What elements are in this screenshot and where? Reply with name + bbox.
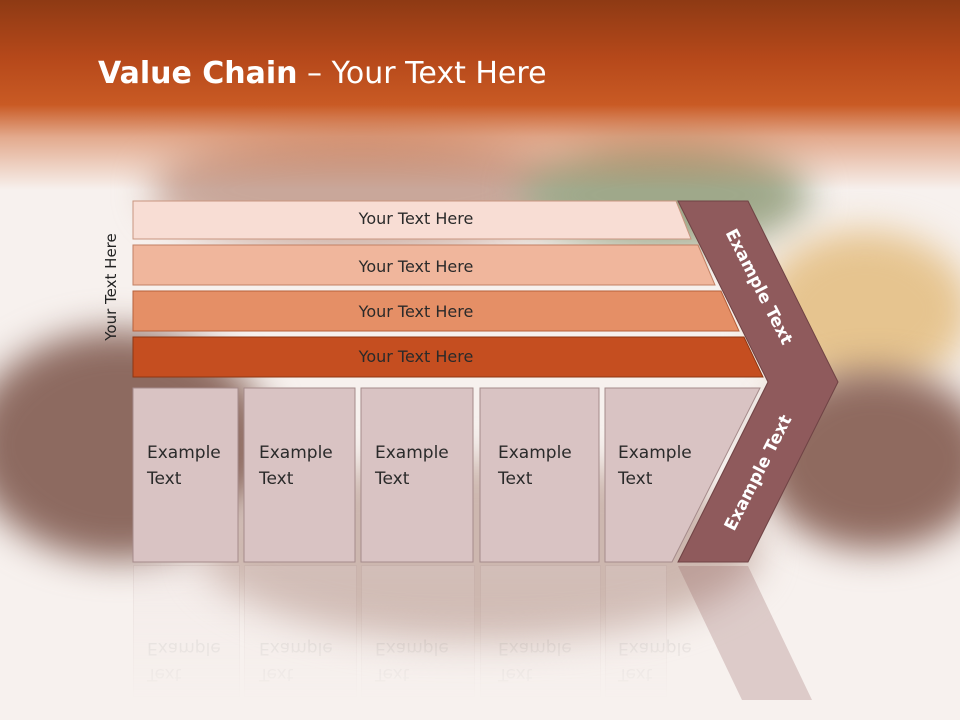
- page-title: Value Chain – Your Text Here: [98, 56, 547, 91]
- bar-4-label: Your Text Here: [358, 347, 474, 366]
- cells-reflection: Text Example Text Example Text Example Text…: [130, 565, 830, 705]
- reflection-text: Text Example: [498, 635, 572, 687]
- reflection-line1: Example: [259, 638, 333, 658]
- reflection-cell: [605, 565, 667, 697]
- reflection-text: Text Example: [618, 635, 692, 687]
- chevron-arrow: [677, 200, 839, 563]
- cell-1-line2: Text: [147, 469, 182, 489]
- reflection-cell: [244, 565, 357, 697]
- reflection-line1: Example: [498, 638, 572, 658]
- reflection-line2: Text: [147, 664, 182, 684]
- bar-3-label: Your Text Here: [358, 302, 474, 321]
- reflection-cell: [361, 565, 475, 697]
- cell-5: [604, 387, 761, 563]
- reflection-cell: [133, 565, 240, 697]
- cell-2: [243, 387, 356, 563]
- cell-4-line1: Example: [498, 443, 572, 463]
- cell-1-line1: Example: [147, 443, 221, 463]
- cell-2-line2: Text: [259, 469, 294, 489]
- reflection-cell: [480, 565, 601, 697]
- reflection-line1: Example: [375, 638, 449, 658]
- header-band: [0, 0, 960, 190]
- reflection-text: Text Example: [375, 635, 449, 687]
- reflection-text: Text Example: [259, 635, 333, 687]
- reflection-line2: Text: [618, 664, 653, 684]
- cell-4-line2: Text: [498, 469, 533, 489]
- cell-2-line1: Example: [259, 443, 333, 463]
- bar-3: [132, 290, 740, 332]
- title-rest: – Your Text Here: [297, 56, 547, 91]
- bar-2: [132, 244, 716, 286]
- cell-5-line2: Text: [618, 469, 653, 489]
- cell-4: [479, 387, 600, 563]
- title-bold: Value Chain: [98, 56, 298, 91]
- reflection-text: Text Example: [147, 635, 221, 687]
- reflection-line1: Example: [147, 638, 221, 658]
- chevron-reflection: [678, 566, 812, 700]
- cell-3: [360, 387, 474, 563]
- reflection-line1: Example: [618, 638, 692, 658]
- bar-2-label: Your Text Here: [358, 257, 474, 276]
- reflection-line2: Text: [375, 664, 410, 684]
- cell-1: [132, 387, 239, 563]
- cell-3-line1: Example: [375, 443, 449, 463]
- reflection-line2: Text: [498, 664, 533, 684]
- cell-5-line1: Example: [618, 443, 692, 463]
- reflection-line2: Text: [259, 664, 294, 684]
- bar-1-label: Your Text Here: [358, 209, 474, 228]
- cell-3-line2: Text: [375, 469, 410, 489]
- bar-4: [132, 336, 764, 378]
- bar-1: [132, 200, 692, 240]
